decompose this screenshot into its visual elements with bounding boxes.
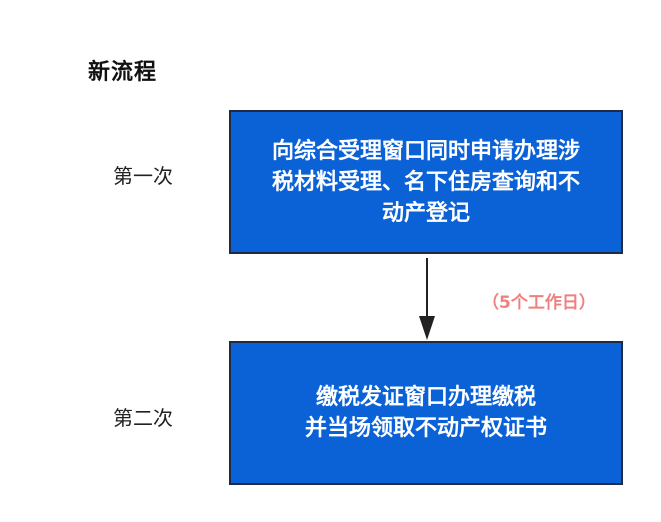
step-2-box: 缴税发证窗口办理缴税 并当场领取不动产权证书 <box>229 341 623 485</box>
step-1-line-2: 税材料受理、名下住房查询和不 <box>271 169 580 195</box>
step-2-label: 第二次 <box>113 406 173 430</box>
step-2-text: 缴税发证窗口办理缴税 并当场领取不动产权证书 <box>305 382 547 444</box>
step-1-text: 向综合受理窗口同时申请办理涉 税材料受理、名下住房查询和不 动产登记 <box>272 136 580 229</box>
down-arrow-icon <box>419 258 435 340</box>
step-2-line-2: 并当场领取不动产权证书 <box>304 416 547 441</box>
step-1-label: 第一次 <box>113 164 173 188</box>
step-1-line-1: 向综合受理窗口同时申请办理涉 <box>271 138 580 164</box>
duration-annotation: （5个工作日） <box>482 293 596 313</box>
step-1-line-3: 动产登记 <box>381 200 470 226</box>
step-2-line-1: 缴税发证窗口办理缴税 <box>315 385 536 410</box>
diagram-title: 新流程 <box>88 60 158 85</box>
step-1-box: 向综合受理窗口同时申请办理涉 税材料受理、名下住房查询和不 动产登记 <box>229 110 623 254</box>
